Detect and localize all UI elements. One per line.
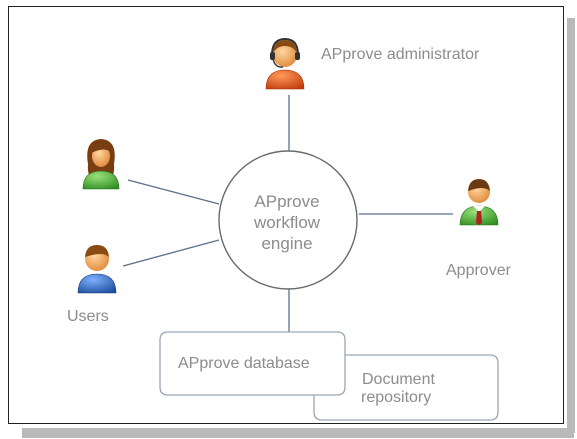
frame-shadow-bottom <box>22 428 574 438</box>
connector-user1-engine <box>127 179 220 205</box>
engine-label-line-1: APprove <box>254 192 320 211</box>
admin-label: APprove administrator <box>321 46 480 63</box>
database-label: APprove database <box>178 355 310 372</box>
approver-label: Approver <box>446 262 511 279</box>
repository-label-line-1: Document <box>362 371 435 388</box>
users-label: Users <box>67 308 109 325</box>
male-user-icon <box>77 245 117 294</box>
female-user-icon <box>82 139 120 190</box>
approver-person-icon <box>459 179 499 226</box>
engine-label: APprove workflow engine <box>224 191 350 254</box>
frame-shadow-right <box>567 18 575 433</box>
repository-label: Document repository <box>361 371 435 407</box>
engine-circle <box>218 150 358 290</box>
headset-person-icon <box>265 37 305 90</box>
database-box <box>159 331 346 396</box>
engine-label-line-3: engine <box>261 234 313 253</box>
repository-label-line-2: repository <box>361 389 432 406</box>
engine-label-line-2: workflow <box>253 213 321 232</box>
connector-user2-engine <box>122 239 220 267</box>
